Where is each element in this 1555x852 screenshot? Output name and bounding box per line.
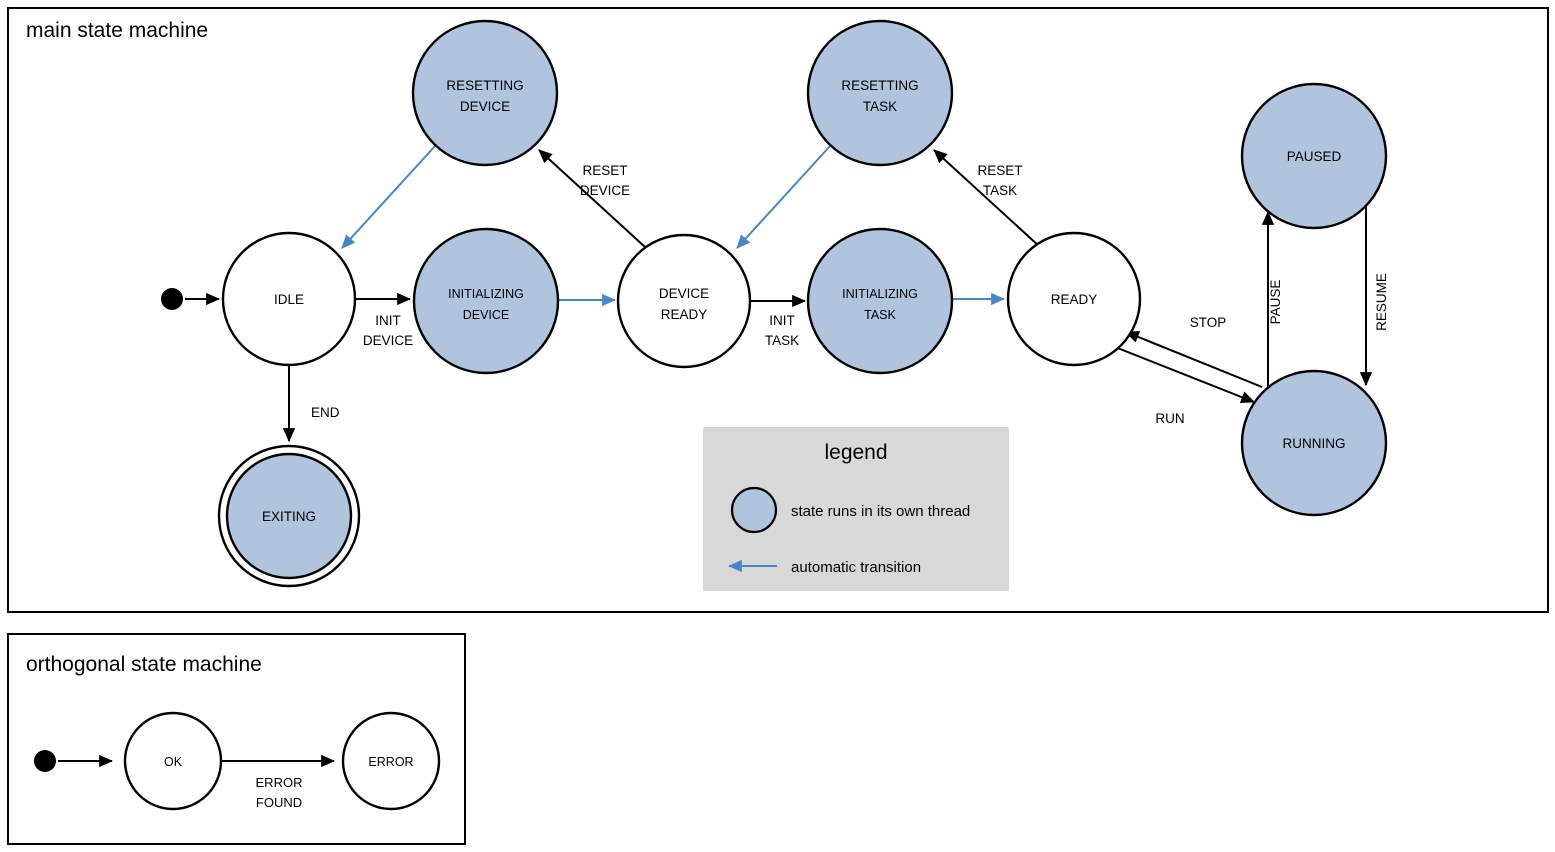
initial-pseudostate-dot <box>161 288 183 310</box>
state-error[interactable]: ERROR <box>341 711 441 811</box>
state-initializing-task-label-line1: INITIALIZING <box>842 287 918 301</box>
edge-ready-to-running <box>1114 346 1256 403</box>
state-running[interactable]: RUNNING <box>1240 369 1388 517</box>
state-initializing-task[interactable]: INITIALIZING TASK <box>806 227 954 375</box>
edge-running-to-ready <box>1124 331 1263 388</box>
state-initializing-task-circle[interactable] <box>806 227 954 375</box>
label-init-task-line1: INIT <box>769 313 795 328</box>
orthogonal-states: OK ERROR <box>34 711 441 811</box>
label-error-found-line1: ERROR <box>256 775 303 790</box>
state-paused[interactable]: PAUSED <box>1240 82 1388 230</box>
state-running-label: RUNNING <box>1283 436 1346 451</box>
state-device-ready-circle[interactable] <box>616 233 752 369</box>
orthogonal-initial-pseudostate-dot <box>34 750 56 772</box>
state-initializing-device[interactable]: INITIALIZING DEVICE <box>412 227 560 375</box>
state-running-circle[interactable] <box>1240 369 1388 517</box>
main-state-machine-group: main state machine <box>7 7 1549 613</box>
state-ok-label: OK <box>164 755 183 769</box>
state-idle-label: IDLE <box>274 292 304 307</box>
label-reset-task-line1: RESET <box>977 163 1022 178</box>
label-error-found-line2: FOUND <box>256 795 302 810</box>
state-error-label: ERROR <box>368 755 413 769</box>
label-run: RUN <box>1155 411 1184 426</box>
state-device-ready[interactable]: DEVICE READY <box>616 233 752 369</box>
legend-auto-transition-text: automatic transition <box>791 559 921 576</box>
state-error-circle[interactable] <box>341 711 441 811</box>
state-device-ready-label-line1: DEVICE <box>659 286 709 301</box>
edge-ready-to-resetting-task <box>933 149 1041 248</box>
edge-resetting-task-to-device-ready <box>736 144 832 249</box>
main-transitions <box>185 144 1373 443</box>
label-resume: RESUME <box>1374 273 1389 331</box>
state-initializing-device-label-line2: DEVICE <box>463 308 510 322</box>
label-pause: PAUSE <box>1268 280 1283 325</box>
state-initializing-device-label-line1: INITIALIZING <box>448 287 524 301</box>
state-ok-circle[interactable] <box>123 711 223 811</box>
edge-resetting-device-to-idle <box>341 144 437 249</box>
state-paused-circle[interactable] <box>1240 82 1388 230</box>
label-init-device-line2: DEVICE <box>363 333 413 348</box>
state-exiting-label: EXITING <box>262 509 316 524</box>
legend-thread-text: state runs in its own thread <box>791 503 970 520</box>
legend-thread-swatch-icon <box>730 486 778 534</box>
state-resetting-task[interactable]: RESETTING TASK <box>806 19 954 167</box>
orthogonal-state-machine-group: orthogonal state machine OK ERROR ERROR <box>7 633 466 845</box>
state-initializing-task-label-line2: TASK <box>864 308 896 322</box>
label-init-device-line1: INIT <box>375 313 401 328</box>
orthogonal-transition-labels: ERROR FOUND <box>256 775 303 810</box>
label-reset-task-line2: TASK <box>983 183 1017 198</box>
legend: legend state runs in its own thread auto… <box>703 427 1009 591</box>
orthogonal-state-machine-title: orthogonal state machine <box>26 653 262 676</box>
state-resetting-device-label-line1: RESETTING <box>446 78 523 93</box>
state-idle-circle[interactable] <box>221 231 357 367</box>
state-ok[interactable]: OK <box>123 711 223 811</box>
state-resetting-device-circle[interactable] <box>411 19 559 167</box>
state-ready[interactable]: READY <box>1006 231 1142 367</box>
label-reset-device-line1: RESET <box>582 163 627 178</box>
state-exiting-outer-ring <box>217 444 361 588</box>
state-ready-circle[interactable] <box>1006 231 1142 367</box>
label-reset-device-line2: DEVICE <box>580 183 630 198</box>
legend-title: legend <box>824 441 887 464</box>
state-resetting-device[interactable]: RESETTING DEVICE <box>411 19 559 167</box>
state-idle[interactable]: IDLE <box>221 231 357 367</box>
state-initializing-device-circle[interactable] <box>412 227 560 375</box>
state-exiting[interactable]: EXITING <box>217 444 361 588</box>
state-exiting-circle[interactable] <box>225 452 353 580</box>
state-resetting-task-label-line2: TASK <box>863 99 897 114</box>
main-states: IDLE RESETTING DEVICE INITIALIZING DEVIC… <box>161 19 1388 588</box>
state-device-ready-label-line2: READY <box>661 307 708 322</box>
main-transition-labels: INIT DEVICE END RESET DEVICE INIT TASK R… <box>311 163 1389 426</box>
state-resetting-device-label-line2: DEVICE <box>460 99 510 114</box>
main-state-machine-title: main state machine <box>26 19 208 42</box>
label-init-task-line2: TASK <box>765 333 799 348</box>
state-paused-label: PAUSED <box>1287 149 1342 164</box>
state-resetting-task-label-line1: RESETTING <box>841 78 918 93</box>
edge-device-ready-to-resetting-device <box>538 149 646 248</box>
state-ready-label: READY <box>1051 292 1098 307</box>
label-stop: STOP <box>1190 315 1227 330</box>
label-end: END <box>311 405 340 420</box>
state-resetting-task-circle[interactable] <box>806 19 954 167</box>
